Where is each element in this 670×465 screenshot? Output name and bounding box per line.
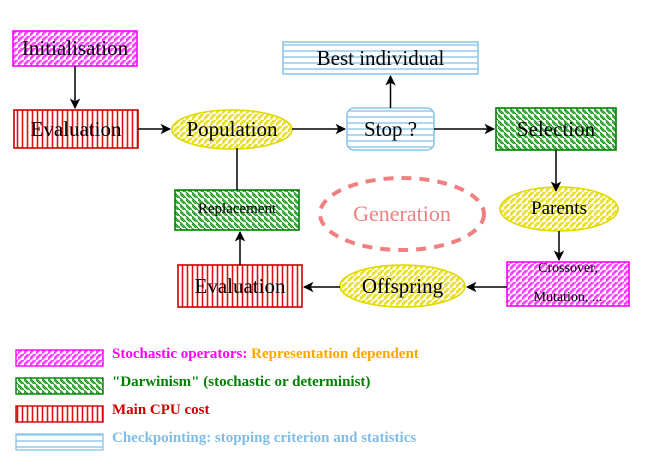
node-shape-offspring (339, 264, 466, 308)
legend-swatch-darwinism (15, 377, 104, 395)
node-shape-stop (346, 107, 435, 151)
node-shape-replacement (174, 189, 300, 231)
legend-swatch-stochastic (15, 349, 104, 367)
node-shape-population (171, 109, 293, 150)
node-shape-best-individual (282, 41, 479, 75)
node-shape-parents (499, 186, 619, 232)
node-shape-evaluation-bot (177, 264, 303, 308)
legend-swatch-cpu (15, 405, 104, 423)
node-shape-generation (318, 176, 486, 252)
node-shape-initialisation (12, 30, 138, 67)
node-shape-evaluation-top (13, 109, 139, 149)
node-shape-crossover (506, 261, 630, 307)
legend-swatch-checkpoint (15, 433, 104, 451)
node-shape-selection (495, 107, 617, 151)
